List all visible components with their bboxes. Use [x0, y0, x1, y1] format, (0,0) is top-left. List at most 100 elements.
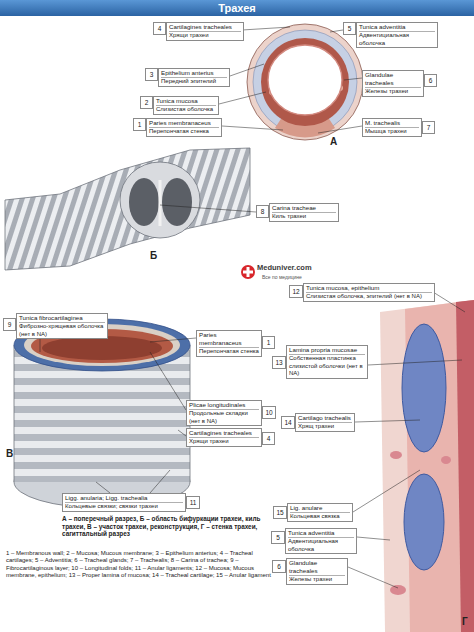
callout-number-text: 5	[272, 533, 284, 543]
latin-term: Tunica mucosa	[156, 97, 216, 106]
callout-number-text: 1	[263, 338, 274, 348]
russian-term: Адвентициальная оболочка	[359, 32, 435, 47]
callout-label: Glandulae trachealesЖелезы трахеи	[286, 558, 348, 585]
callout-number-text: 9	[4, 320, 15, 330]
callout-label: Cartilagines trachealesХрящи трахеи	[186, 428, 262, 447]
leader-lines	[40, 27, 465, 588]
panel-letter: В	[6, 448, 13, 459]
callout-number: 11	[186, 496, 200, 509]
latin-term: Epithelium anterius	[161, 69, 227, 78]
latin-term: Lig. anulare	[290, 504, 350, 513]
segment	[14, 319, 190, 508]
callout-label: Cartilago trachealisХрящ трахеи	[295, 413, 355, 432]
russian-term: Хрящи трахеи	[189, 438, 259, 446]
callout-number: 6	[272, 560, 286, 573]
callout-number: 13	[272, 356, 286, 369]
callout-number: 15	[273, 506, 287, 519]
callout-label: Carina tracheaeКиль трахеи	[269, 203, 339, 222]
callout-label: Paries membranaceusПерепончатая стенка	[146, 118, 222, 137]
latin-term: Glandulae tracheales	[365, 71, 421, 88]
latin-term: Tunica mucosa, epithelium	[306, 284, 432, 293]
russian-term: Собственная пластинка слизистой оболочки…	[289, 355, 365, 378]
watermark: Все по медицине	[262, 274, 302, 280]
callout-number: 4	[153, 22, 166, 35]
callout-label: Paries membranaceusПерепончатая стенка	[196, 330, 262, 357]
russian-term: Железы трахеи	[289, 576, 345, 584]
callout-number: 9	[3, 318, 16, 331]
callout-number: 4	[262, 432, 275, 445]
callout-number-text: 4	[154, 24, 165, 34]
callout-number-text: 7	[423, 123, 434, 133]
latin-term: Glandulae tracheales	[289, 559, 345, 576]
caption: А – поперечный разрез, Б – область бифур…	[62, 515, 274, 538]
latin-term: Paries membranaceus	[199, 331, 259, 348]
callout-label: Glandulae trachealesЖелезы трахеи	[362, 70, 424, 97]
callout-label: M. trachealisМышца трахеи	[362, 118, 422, 137]
callout-label: Lamina propria mucosaeСобственная пласти…	[286, 345, 368, 379]
callout-number-text: 6	[425, 76, 436, 86]
callout-number-text: 5	[344, 24, 355, 34]
latin-term: M. trachealis	[365, 119, 419, 128]
callout-number-text: 11	[187, 498, 199, 508]
callout-label: Plicae longitudinalesПродольные складки …	[186, 400, 262, 426]
latin-term: Plicae longitudinales	[189, 401, 259, 410]
panel-letter: Г	[462, 616, 468, 627]
watermark: Meduniver.com	[257, 263, 312, 272]
callout-number-text: 12	[290, 287, 302, 297]
title-band: Трахея	[0, 0, 474, 16]
latin-term: Tunica fibrocartilaginea	[19, 314, 105, 323]
russian-term: Кольцевые связки; связки трахеи	[65, 503, 183, 511]
latin-term: Cartilagines tracheales	[189, 429, 259, 438]
callout-number: 14	[281, 416, 295, 429]
russian-term: Фиброзно-хрящевая оболочка (нет в NA)	[19, 323, 105, 338]
callout-label: Cartilagines trachealesХрящи трахеи	[166, 22, 244, 41]
russian-term: Мышца трахеи	[365, 128, 419, 136]
russian-term: Адвентициальная оболочка	[288, 538, 354, 553]
callout-number-text: 14	[282, 418, 294, 428]
latin-term: Ligg. anularia; Ligg. trachealia	[65, 494, 183, 503]
callout-label: Tunica adventitiaАдвентициальная оболочк…	[285, 528, 357, 554]
callout-label: Tunica mucosa, epitheliumСлизистая оболо…	[303, 283, 435, 302]
callout-label: Tunica fibrocartilagineaФиброзно-хрящева…	[16, 313, 108, 339]
callout-label: Epithelium anteriusПередний эпителий	[158, 68, 230, 87]
latin-term: Lamina propria mucosae	[289, 346, 365, 355]
callout-number-text: 2	[141, 98, 152, 108]
latin-term: Carina tracheae	[272, 204, 336, 213]
callout-number: 10	[262, 406, 276, 419]
callout-label: Tunica adventitiaАдвентициальная оболочк…	[356, 22, 438, 48]
legend-text: 1 – Membranous wall; 2 – Mucosa; Mucous …	[6, 550, 276, 580]
callout-number-text: 13	[273, 358, 285, 368]
callout-number-text: 1	[134, 120, 145, 130]
latin-term: Cartilago trachealis	[298, 414, 352, 423]
callout-number-text: 3	[146, 70, 157, 80]
latin-term: Cartilagines tracheales	[169, 23, 241, 32]
callout-number: 12	[289, 285, 303, 298]
latin-term: Tunica adventitia	[288, 529, 354, 538]
callout-number-text: 15	[274, 508, 286, 518]
russian-term: Передний эпителий	[161, 78, 227, 86]
latin-term: Paries membranaceus	[149, 119, 219, 128]
callout-number: 5	[271, 531, 285, 544]
russian-term: Киль трахеи	[272, 213, 336, 221]
russian-term: Железы трахеи	[365, 88, 421, 96]
russian-term: Хрящи трахеи	[169, 32, 241, 40]
callout-number: 5	[343, 22, 356, 35]
callout-number: 1	[133, 118, 146, 131]
logo-icon	[241, 265, 255, 279]
wall-section	[380, 300, 474, 632]
callout-number: 1	[262, 336, 275, 349]
callout-number-text: 4	[263, 434, 274, 444]
panel-letter: А	[330, 136, 337, 147]
callout-number: 7	[422, 121, 435, 134]
russian-term: Хрящ трахеи	[298, 423, 352, 431]
callout-number: 3	[145, 68, 158, 81]
russian-term: Слизистая оболочка	[156, 106, 216, 114]
callout-label: Ligg. anularia; Ligg. trachealiaКольцевы…	[62, 493, 186, 512]
russian-term: Кольцевая связка	[290, 513, 350, 521]
callout-number: 2	[140, 96, 153, 109]
callout-number-text: 10	[263, 408, 275, 418]
russian-term: Слизистая оболочка, эпителий (нет в NA)	[306, 293, 432, 301]
russian-term: Перепончатая стенка	[149, 128, 219, 136]
cross-section	[247, 24, 363, 140]
callout-label: Tunica mucosaСлизистая оболочка	[153, 96, 219, 115]
